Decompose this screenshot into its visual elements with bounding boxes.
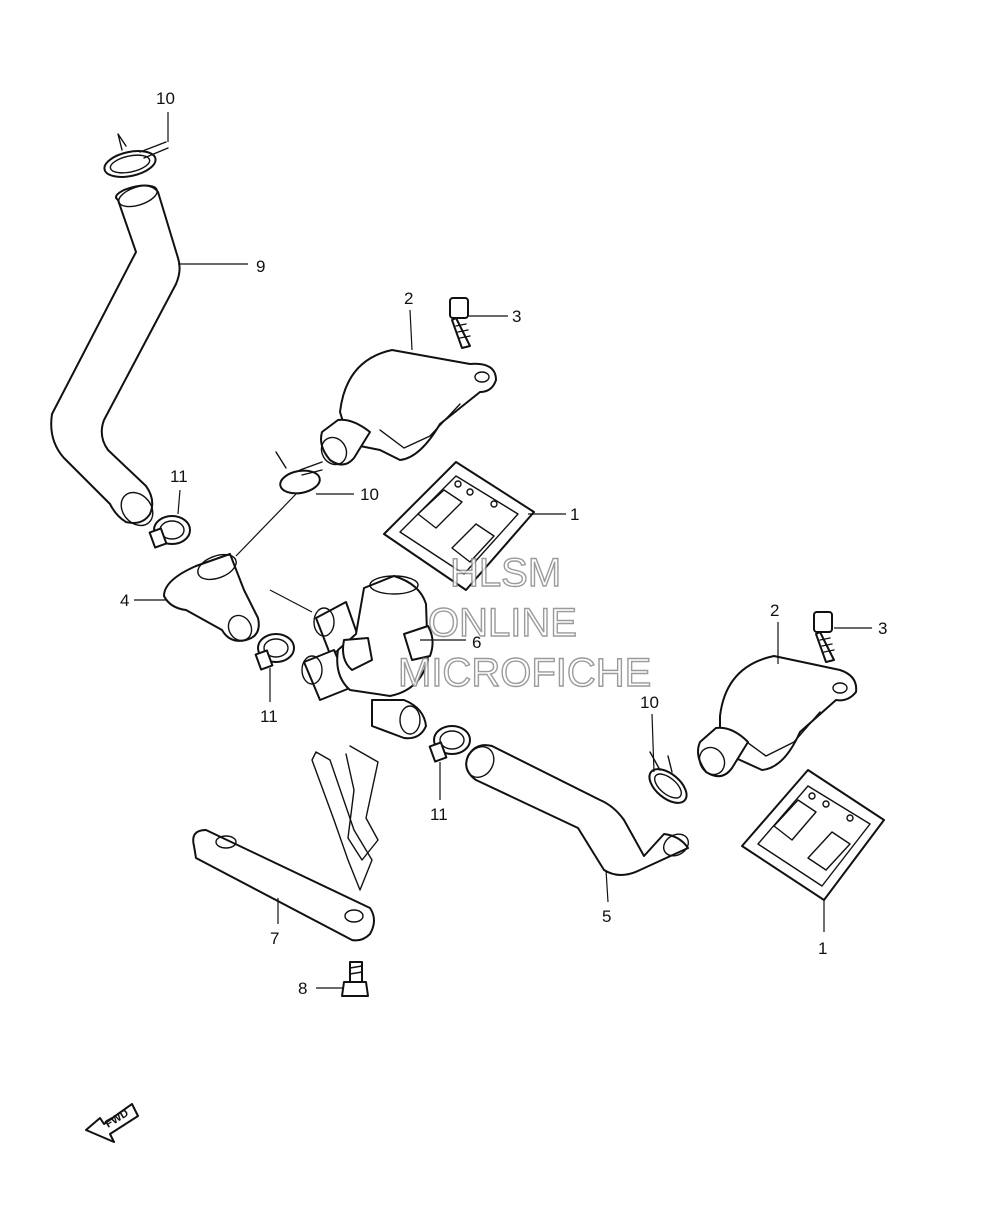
callout-6: 6	[472, 633, 481, 652]
pair-valve-6	[301, 575, 434, 740]
callout-10-right: 10	[640, 693, 659, 712]
watermark-line-2: ONLINE	[428, 601, 577, 645]
forward-arrow-icon: FWD	[85, 1103, 139, 1143]
bolt-8	[341, 961, 369, 997]
callout-10-mid: 10	[360, 485, 379, 504]
hose-joint-4	[163, 553, 260, 642]
callout-8: 8	[298, 979, 307, 998]
leader-lines	[134, 112, 872, 989]
hose-clip-10-top	[103, 133, 169, 178]
callout-5: 5	[602, 907, 611, 926]
hose-clamp-11-c	[428, 725, 471, 763]
callout-1-upper: 1	[570, 505, 579, 524]
callout-4: 4	[120, 591, 129, 610]
callout-labels: 10 9 2 3 11 10 1 4 6 11 11 2 3 10 5 1 7 …	[120, 89, 887, 998]
callout-1-lower: 1	[818, 939, 827, 958]
callout-11-lower: 11	[430, 805, 448, 824]
callout-3-lower: 3	[878, 619, 887, 638]
hose-clip-10-right	[648, 751, 688, 804]
bolt-3-b	[813, 611, 835, 663]
hose-9	[50, 184, 181, 527]
callout-11-top: 11	[170, 467, 188, 486]
callout-2-lower: 2	[770, 601, 779, 620]
reed-valve-1-a	[383, 461, 535, 591]
watermark-line-3: MICROFICHE	[398, 651, 651, 695]
reed-valve-cover-2-a	[320, 349, 497, 466]
hose-clamp-11-a	[148, 515, 191, 549]
watermark: HLSM ONLINE MICROFICHE	[397, 550, 652, 695]
hose-5	[465, 744, 690, 876]
callout-11-mid: 11	[260, 707, 278, 726]
reed-valve-cover-2-b	[697, 655, 858, 778]
hose-clip-10-mid	[275, 451, 323, 495]
callout-2-upper: 2	[404, 289, 413, 308]
watermark-line-1: HLSM	[450, 551, 561, 595]
reed-valve-1-b	[741, 769, 885, 901]
callout-7: 7	[270, 929, 279, 948]
callout-10-top: 10	[156, 89, 175, 108]
bracket-7	[192, 745, 379, 942]
callout-9: 9	[256, 257, 265, 276]
bolt-3-a	[449, 297, 471, 349]
hose-clamp-11-b	[254, 633, 295, 671]
callout-3-upper: 3	[512, 307, 521, 326]
